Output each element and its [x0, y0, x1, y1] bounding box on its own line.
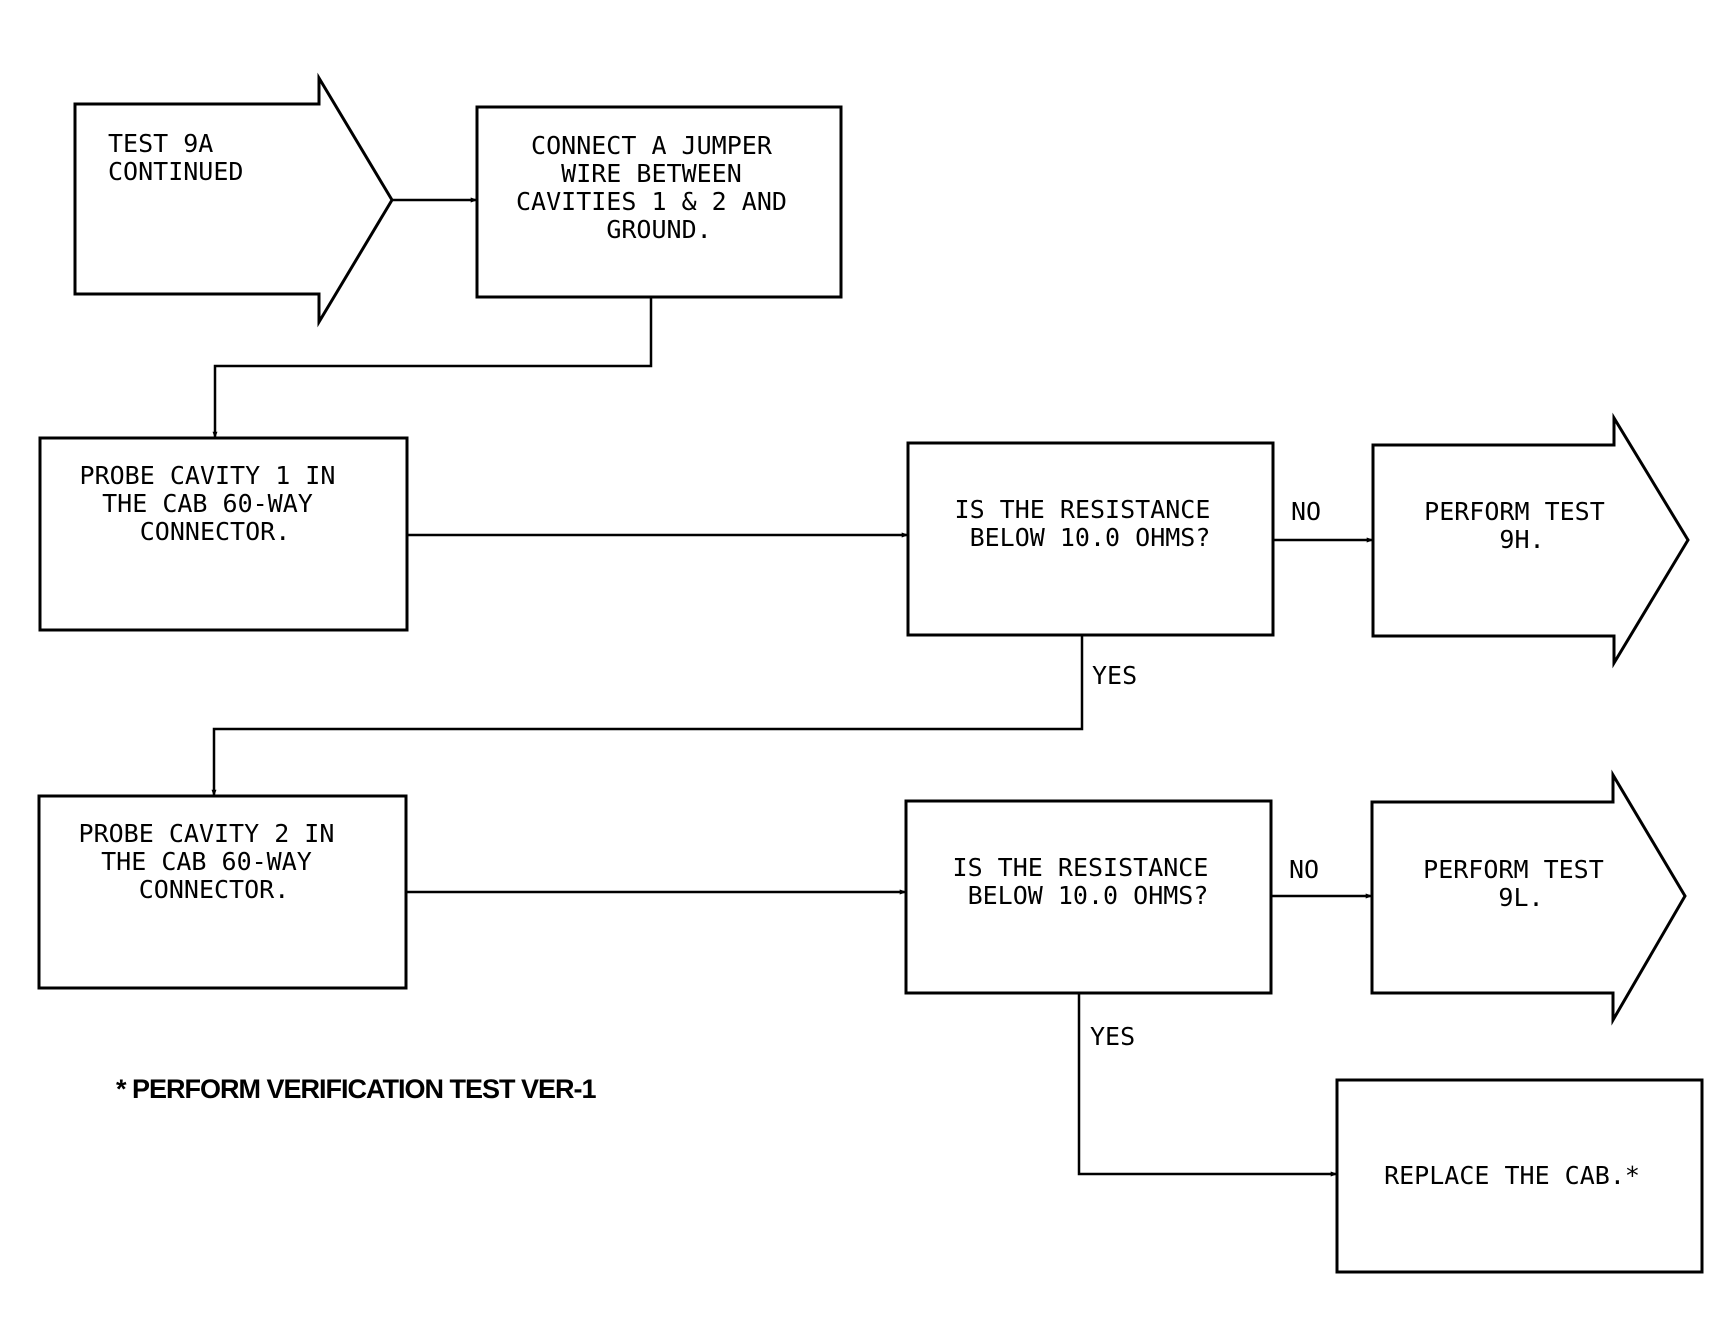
connect-box: [475, 105, 843, 299]
connector-question1-yes: [211, 635, 1084, 797]
probe2-box: [37, 794, 408, 990]
question2-no-label: NO: [1289, 855, 1319, 884]
question2-yes-label: YES: [1090, 1022, 1135, 1051]
footnote: * PERFORM VERIFICATION TEST VER-1: [116, 1074, 597, 1104]
probe1-box: [38, 436, 409, 632]
probe1-label: PROBE CAVITY 1 IN THE CAB 60-WAY CONNECT…: [80, 461, 351, 546]
question1-no-label: NO: [1291, 497, 1321, 526]
replace-label: REPLACE THE CAB.*: [1384, 1161, 1640, 1190]
connect-label: CONNECT A JUMPER WIRE BETWEEN CAVITIES 1…: [516, 131, 802, 244]
question1-label: IS THE RESISTANCE BELOW 10.0 OHMS?: [955, 495, 1226, 552]
question2-label: IS THE RESISTANCE BELOW 10.0 OHMS?: [953, 853, 1224, 910]
perform9l-label: PERFORM TEST 9L.: [1423, 855, 1619, 912]
start-label: TEST 9A CONTINUED: [108, 129, 243, 186]
connector-connect-to-probe1: [212, 297, 653, 439]
connector-question2-yes: [1077, 993, 1338, 1177]
replace-box: [1335, 1078, 1704, 1274]
question1-yes-label: YES: [1092, 661, 1137, 690]
perform9h-label: PERFORM TEST 9H.: [1424, 497, 1620, 554]
start-arrow-shape: [73, 72, 394, 328]
perform9l-arrow-shape: [1370, 769, 1687, 1026]
probe2-label: PROBE CAVITY 2 IN THE CAB 60-WAY CONNECT…: [79, 819, 350, 904]
perform9h-arrow-shape: [1371, 412, 1690, 669]
question2-box: [904, 799, 1273, 995]
question1-box: [906, 441, 1275, 637]
